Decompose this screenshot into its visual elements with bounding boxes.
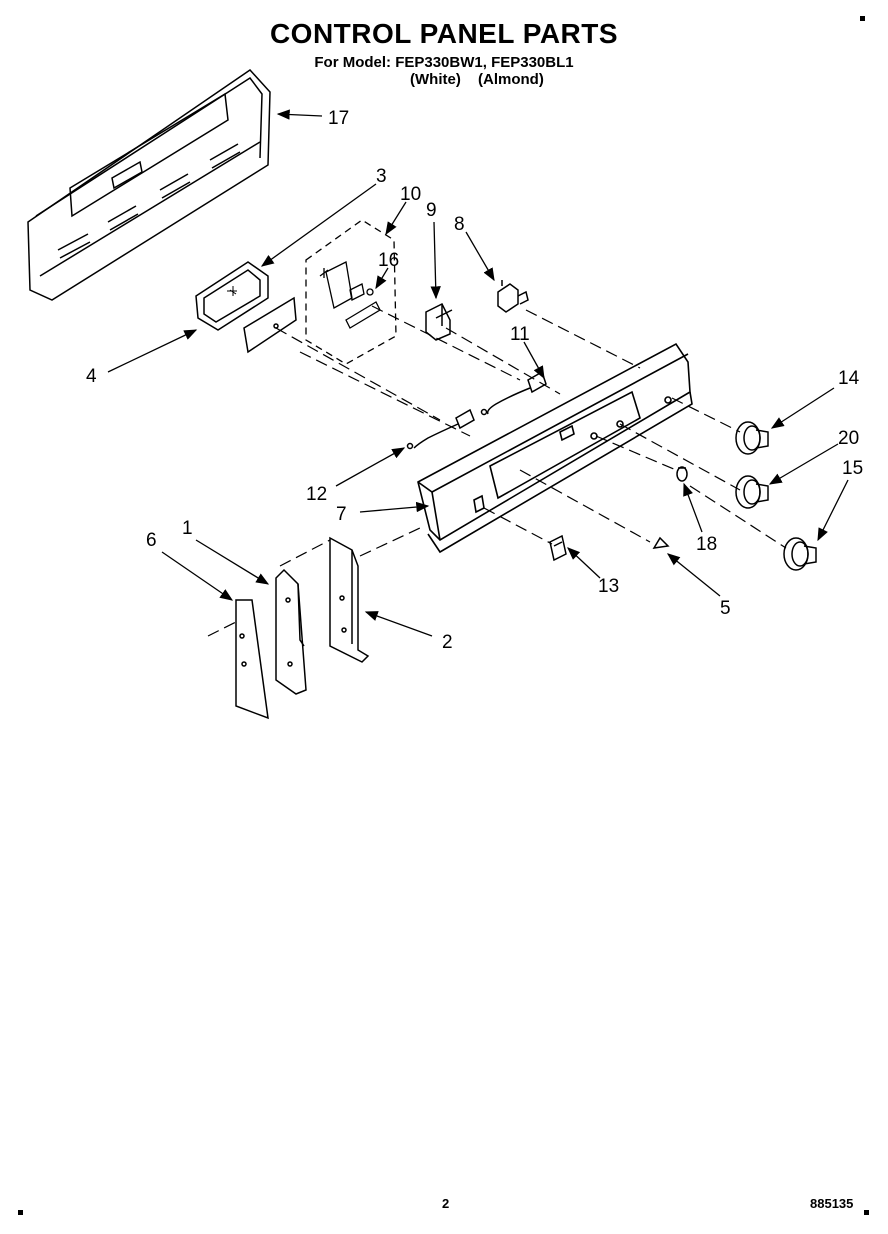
callout-12: 12 [306, 484, 327, 505]
part-8-infinite-switch [497, 280, 529, 313]
part-9-switch [425, 302, 453, 341]
part-7-control-panel [417, 342, 693, 554]
callout-14: 14 [838, 368, 860, 389]
part-3-lens [243, 296, 297, 354]
callout-11: 11 [510, 324, 530, 345]
part-20-knob [735, 475, 769, 509]
callout-8: 8 [454, 214, 465, 235]
callout-1: 1 [182, 518, 193, 539]
part-14-knob [735, 421, 769, 455]
callout-17: 17 [328, 108, 349, 129]
model-subtitle: For Model: FEP330BW1, FEP330BL1 [314, 54, 574, 71]
callout-18: 18 [696, 534, 717, 555]
part-6-end-cap [235, 599, 269, 720]
assembly-lines [207, 305, 787, 637]
callout-labels: 17 3 10 9 8 16 11 4 14 20 15 12 7 18 1 6… [86, 108, 863, 653]
part-15-knob [783, 537, 817, 571]
callout-10: 10 [400, 184, 421, 205]
callout-6: 6 [146, 530, 157, 551]
variant-almond: (Almond) [478, 71, 544, 88]
callout-9: 9 [426, 200, 437, 221]
part-1-end-cap [275, 568, 307, 695]
part-5-button [652, 536, 670, 549]
callout-13: 13 [598, 576, 619, 597]
leader-lines [107, 109, 849, 637]
callout-4: 4 [86, 366, 97, 387]
part-10-clock-assembly [305, 219, 397, 365]
callout-15: 15 [842, 458, 863, 479]
part-18-spacer [676, 466, 688, 482]
callout-16: 16 [378, 250, 399, 271]
part-13-clip [549, 534, 567, 562]
callout-5: 5 [720, 598, 731, 619]
corner-mark-bottom-right [864, 1210, 869, 1215]
callout-7: 7 [336, 504, 347, 525]
corner-mark-bottom-left [18, 1210, 23, 1215]
callout-2: 2 [442, 632, 453, 653]
corner-mark-top-right [860, 16, 865, 21]
page-title: CONTROL PANEL PARTS [269, 18, 619, 49]
part-4-display-bezel [195, 261, 269, 331]
variant-white: (White) [410, 71, 461, 88]
document-number: 885135 [810, 1196, 854, 1211]
part-17-back-panel [27, 69, 271, 301]
part-11-harness-connector [480, 370, 547, 416]
callout-3: 3 [376, 166, 387, 187]
part-12-wire-lead [406, 408, 475, 450]
callout-20: 20 [838, 428, 859, 449]
part-2-end-cap [329, 536, 370, 663]
page-number: 2 [442, 1196, 450, 1211]
